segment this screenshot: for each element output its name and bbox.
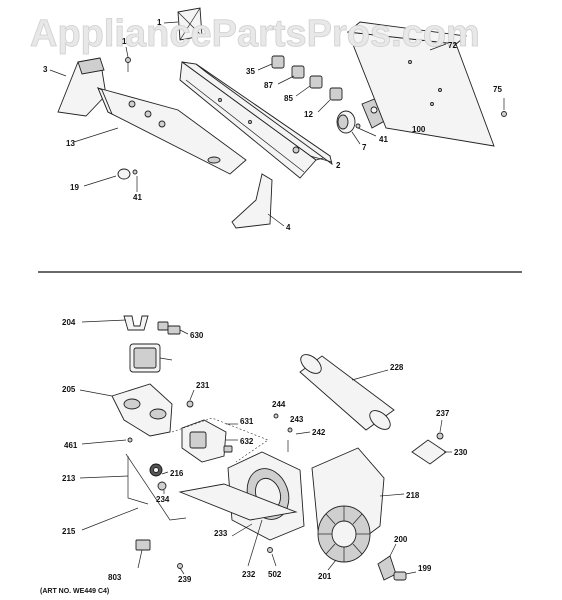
part-screw (125, 57, 131, 63)
callout-label: 200 (394, 535, 408, 544)
callout-label: 41 (379, 135, 388, 144)
callout-label: 233 (214, 529, 228, 538)
callout-label: 201 (318, 572, 332, 581)
callout-label: 35 (246, 67, 255, 76)
callout-label: 243 (290, 415, 304, 424)
callout-label: 213 (62, 474, 76, 483)
callout-label: 199 (418, 564, 432, 573)
callout-label: 13 (66, 139, 75, 148)
callout-label: 242 (312, 428, 326, 437)
callout-label: 41 (133, 193, 142, 202)
callout-label: 803 (108, 573, 122, 582)
art-number: (ART NO. WE449 C4) (40, 588, 109, 595)
callout-label: 230 (454, 448, 468, 457)
upper-callout-labels: 1 1 3 13 19 41 4 35 87 85 12 7 41 100 2 … (43, 18, 502, 232)
part-thermostat (411, 439, 447, 465)
callout-label: 244 (272, 400, 286, 409)
callout-label: 215 (62, 527, 76, 536)
callout-label: 12 (304, 110, 313, 119)
callout-label: 237 (436, 409, 450, 418)
switch-group (257, 55, 343, 113)
callout-label: 502 (268, 570, 282, 579)
part-motor-bracket (111, 383, 173, 437)
callout-label: 1 (157, 18, 162, 27)
callout-label: 100 (412, 125, 426, 134)
upper-assembly (49, 7, 507, 229)
callout-label: 4 (286, 223, 291, 232)
callout-label: 228 (390, 363, 404, 372)
callout-label: 72 (448, 41, 457, 50)
callout-label: 3 (43, 65, 48, 74)
callout-label: 1 (122, 37, 127, 46)
part-rod (125, 453, 187, 521)
callout-label: 232 (242, 570, 256, 579)
watermark: AppliancePartsPros.com (30, 13, 480, 55)
callout-label: 231 (196, 381, 210, 390)
part-end-cap-right (231, 173, 273, 229)
lower-callout-labels: 204 630 205 231 461 213 216 234 215 803 … (62, 318, 468, 584)
callout-label: 632 (240, 437, 254, 446)
callout-label: 19 (70, 183, 79, 192)
callout-label: 239 (178, 575, 192, 584)
callout-label: 87 (264, 81, 273, 90)
part-clamp (377, 555, 397, 581)
callout-label: 75 (493, 85, 502, 94)
callout-label: 461 (64, 441, 78, 450)
callout-label: 631 (240, 417, 254, 426)
callout-label: 630 (190, 331, 204, 340)
part-clip (123, 315, 149, 331)
part-blower-wheel (317, 505, 371, 563)
part-base (178, 483, 298, 521)
callout-label: 7 (362, 143, 367, 152)
part-knob (117, 168, 131, 180)
callout-label: 85 (284, 94, 293, 103)
part-belt (127, 456, 149, 505)
callout-label: 2 (336, 161, 341, 170)
callout-label: 218 (406, 491, 420, 500)
lower-assembly (79, 315, 452, 581)
callout-label: 216 (170, 469, 184, 478)
callout-label: 205 (62, 385, 76, 394)
callout-label: 204 (62, 318, 76, 327)
callout-label: 234 (156, 495, 170, 504)
part-end-cap-left (57, 57, 107, 117)
part-connector (135, 539, 151, 551)
